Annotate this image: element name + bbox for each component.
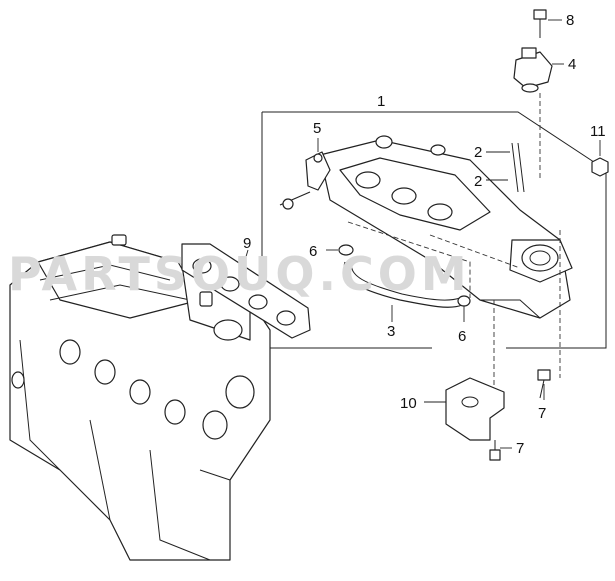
part-7-bolt-upper (537, 369, 551, 400)
callout-7-lower: 7 (516, 440, 524, 457)
part-10-bracket (424, 377, 505, 441)
watermark-text: PARTSOUQ.COM (8, 247, 471, 301)
part-11-nut (591, 140, 609, 177)
callout-10: 10 (400, 395, 417, 412)
part-9-gasket (181, 243, 311, 339)
callout-6-lower: 6 (458, 328, 466, 345)
callout-5: 5 (313, 120, 321, 137)
callout-4: 4 (568, 56, 576, 73)
callout-9: 9 (243, 235, 251, 252)
part-3-hose (343, 261, 463, 322)
callout-1: 1 (377, 93, 385, 110)
part-6-clamp-lower (457, 295, 471, 322)
part-4-sensor (513, 47, 564, 93)
callout-8: 8 (566, 12, 574, 29)
callout-3: 3 (387, 323, 395, 340)
part-5-bracket (279, 138, 331, 210)
callout-2-lower: 2 (474, 173, 482, 190)
part-2-studs (486, 142, 525, 193)
part-8-bolt (533, 9, 562, 38)
part-7-bolt-lower (489, 440, 512, 461)
callout-11: 11 (590, 123, 606, 140)
callout-2-upper: 2 (474, 144, 482, 161)
callout-7-upper: 7 (538, 405, 546, 422)
callout-6-upper: 6 (309, 243, 317, 260)
part-6-clamp-upper (326, 244, 354, 256)
part-1-intake-manifold (319, 135, 573, 319)
assembly-dashed-lines (347, 90, 561, 395)
engine-block (9, 234, 271, 561)
